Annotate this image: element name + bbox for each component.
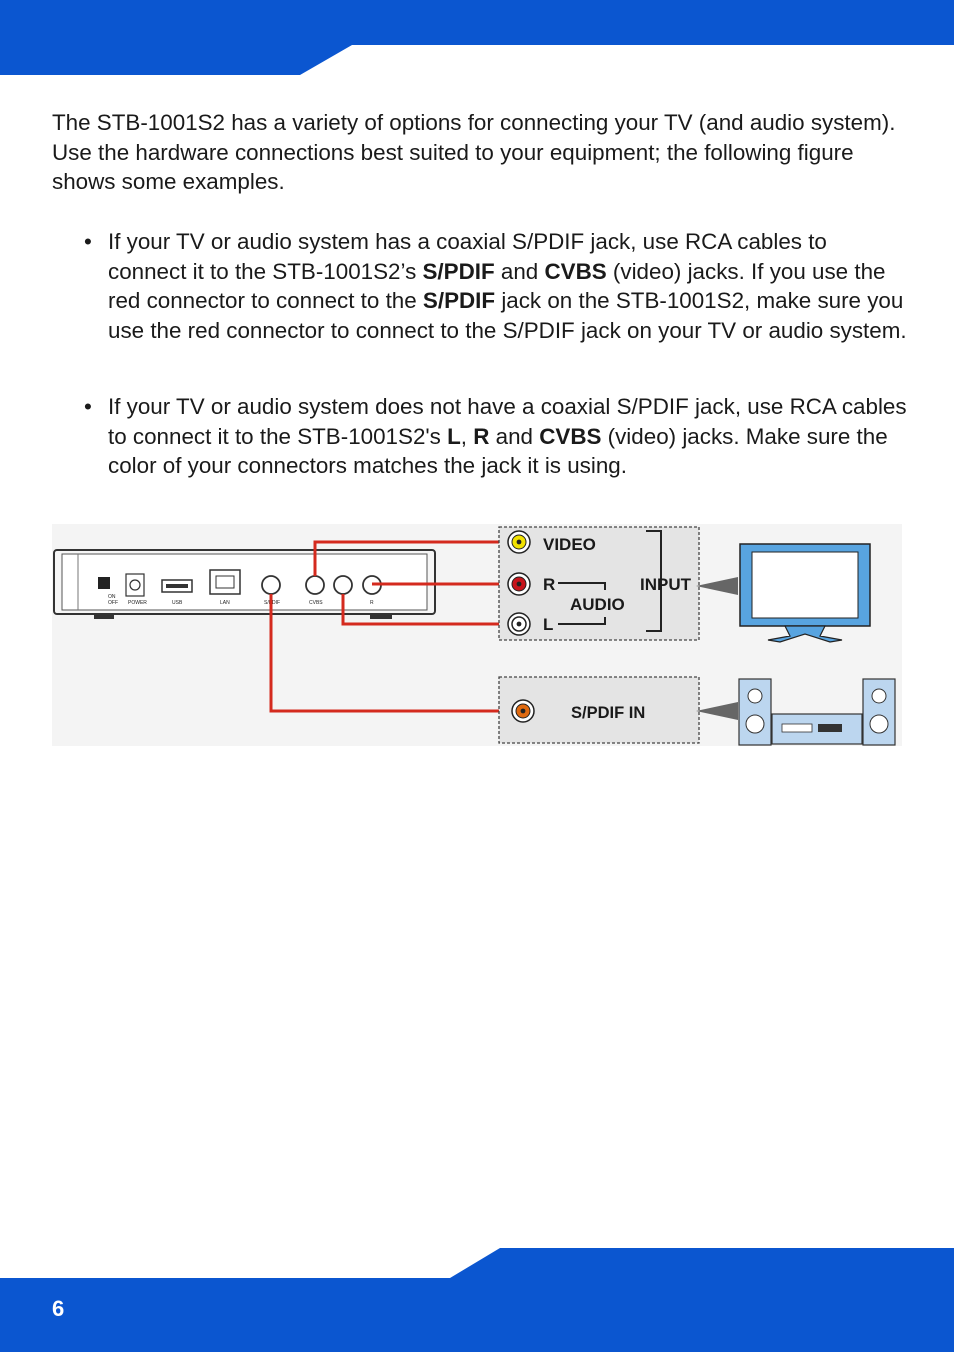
audio-input-panel: S/PDIF IN — [498, 676, 700, 744]
cable-video — [313, 540, 507, 576]
label-video: VIDEO — [543, 535, 596, 554]
bold-term: S/PDIF — [422, 288, 496, 314]
bold-term: R — [473, 423, 490, 449]
label-audio: AUDIO — [570, 595, 625, 614]
bullet-text: , — [460, 423, 474, 449]
spdif-jack-device — [261, 575, 281, 595]
bullet-analog-connection: • If your TV or audio system does not ha… — [84, 392, 908, 481]
label-tv-l: L — [543, 615, 553, 634]
stb-device-rear: ON OFF POWER USB LAN S/PDIF CVBS R — [53, 549, 436, 619]
label-usb: USB — [172, 600, 183, 606]
arrow-to-tv — [696, 577, 738, 595]
tv-icon — [739, 543, 871, 643]
l-jack-device — [333, 575, 353, 595]
connection-diagram: ON OFF POWER USB LAN S/PDIF CVBS R — [52, 524, 902, 746]
label-spdif-in: S/PDIF IN — [571, 704, 645, 722]
label-tv-r: R — [543, 575, 555, 594]
audio-system-icon — [738, 678, 896, 746]
header-band-shape — [0, 0, 954, 75]
footer-band — [0, 1248, 954, 1352]
cable-l — [341, 594, 507, 626]
bold-term: CVBS — [539, 423, 602, 449]
label-lan: LAN — [220, 600, 230, 606]
label-power: POWER — [128, 600, 147, 606]
tv-input-panel: VIDEO R AUDIO L INPUT — [498, 526, 700, 641]
power-jack — [129, 579, 141, 591]
bullet-text: If your TV or audio system does not have… — [108, 394, 907, 449]
cables — [269, 540, 507, 713]
header-band — [0, 0, 954, 75]
page-number: 6 — [52, 1296, 65, 1321]
cvbs-jack-device — [305, 575, 325, 595]
bullet-text: and — [494, 258, 545, 284]
bullet-text: (video) jacks. If you use the red connec… — [108, 258, 886, 314]
bullet-text: and — [489, 423, 540, 449]
bold-term: CVBS — [544, 258, 607, 284]
label-input: INPUT — [640, 575, 692, 594]
bullet-marker: • — [84, 394, 92, 419]
bold-term: L — [447, 423, 461, 449]
bullet-text: If your TV or audio system has a coaxial… — [108, 229, 827, 284]
lan-port — [209, 569, 241, 595]
bullet-text: jack on the STB-1001S2, make sure you us… — [108, 288, 907, 344]
label-on: ON — [108, 594, 116, 600]
intro-paragraph: The STB-1001S2 has a variety of options … — [52, 110, 896, 195]
bullet-text: (video) jacks. Make sure the color of yo… — [108, 423, 888, 479]
bullet-spdif-connection: • If your TV or audio system has a coaxi… — [84, 227, 908, 346]
label-cvbs: CVBS — [309, 600, 323, 606]
label-off: OFF — [108, 600, 118, 606]
arrow-to-audio — [696, 702, 738, 720]
bullet-marker: • — [84, 229, 92, 254]
power-switch — [98, 577, 110, 589]
bold-term: S/PDIF — [422, 258, 495, 284]
label-r: R — [370, 600, 374, 606]
cable-spdif — [269, 594, 507, 713]
footer-band-shape — [0, 1248, 954, 1352]
